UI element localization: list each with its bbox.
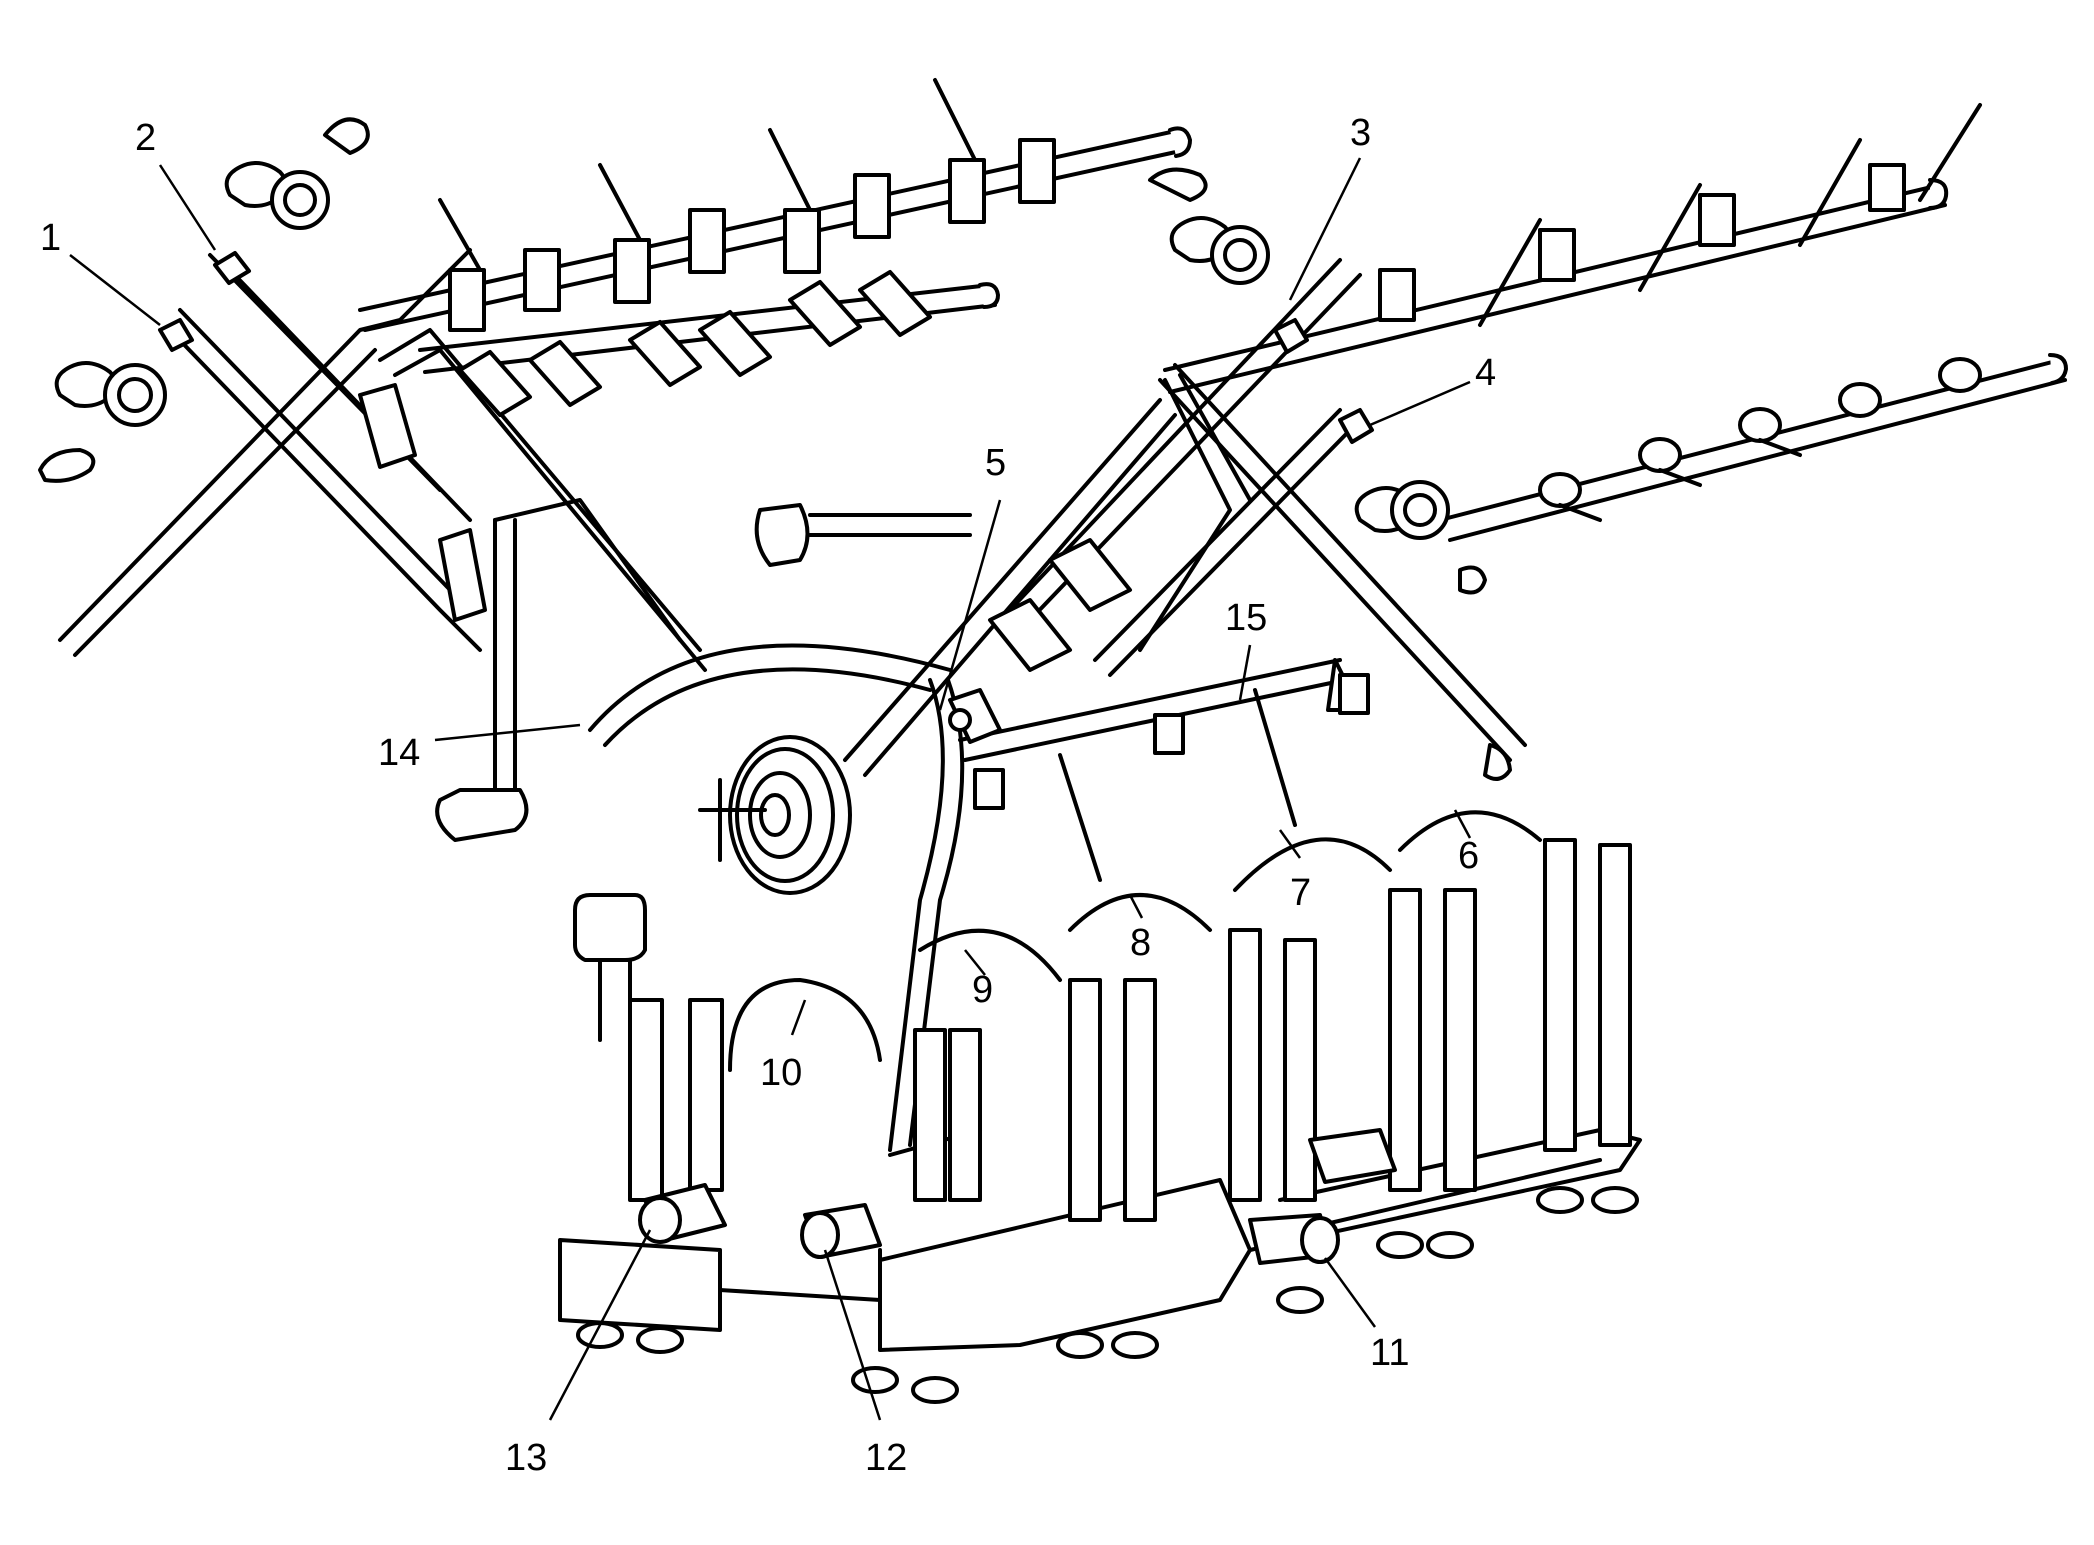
callout-14: 14 [378,732,420,774]
callout-labels: 1 2 3 4 5 6 7 8 9 10 11 12 13 14 15 [40,112,1496,1479]
callout-5: 5 [985,442,1006,484]
callout-13: 13 [505,1437,547,1479]
callout-12: 12 [865,1437,907,1479]
center-assembly [435,398,1370,1157]
callout-3: 3 [1350,112,1371,154]
callout-1: 1 [40,217,61,259]
left-fixture-arm [38,78,1192,672]
callout-4: 4 [1475,352,1496,394]
callout-9: 9 [972,969,993,1011]
callout-10: 10 [760,1052,802,1094]
callout-11: 11 [1370,1332,1409,1374]
leader-lines [69,157,1472,1421]
callout-6: 6 [1458,835,1479,877]
callout-8: 8 [1130,922,1151,964]
callout-15: 15 [1225,597,1267,639]
right-fixture-arm [1008,103,2068,781]
callout-2: 2 [135,117,156,159]
lower-fixture [558,810,1642,1404]
callout-7: 7 [1290,872,1311,914]
